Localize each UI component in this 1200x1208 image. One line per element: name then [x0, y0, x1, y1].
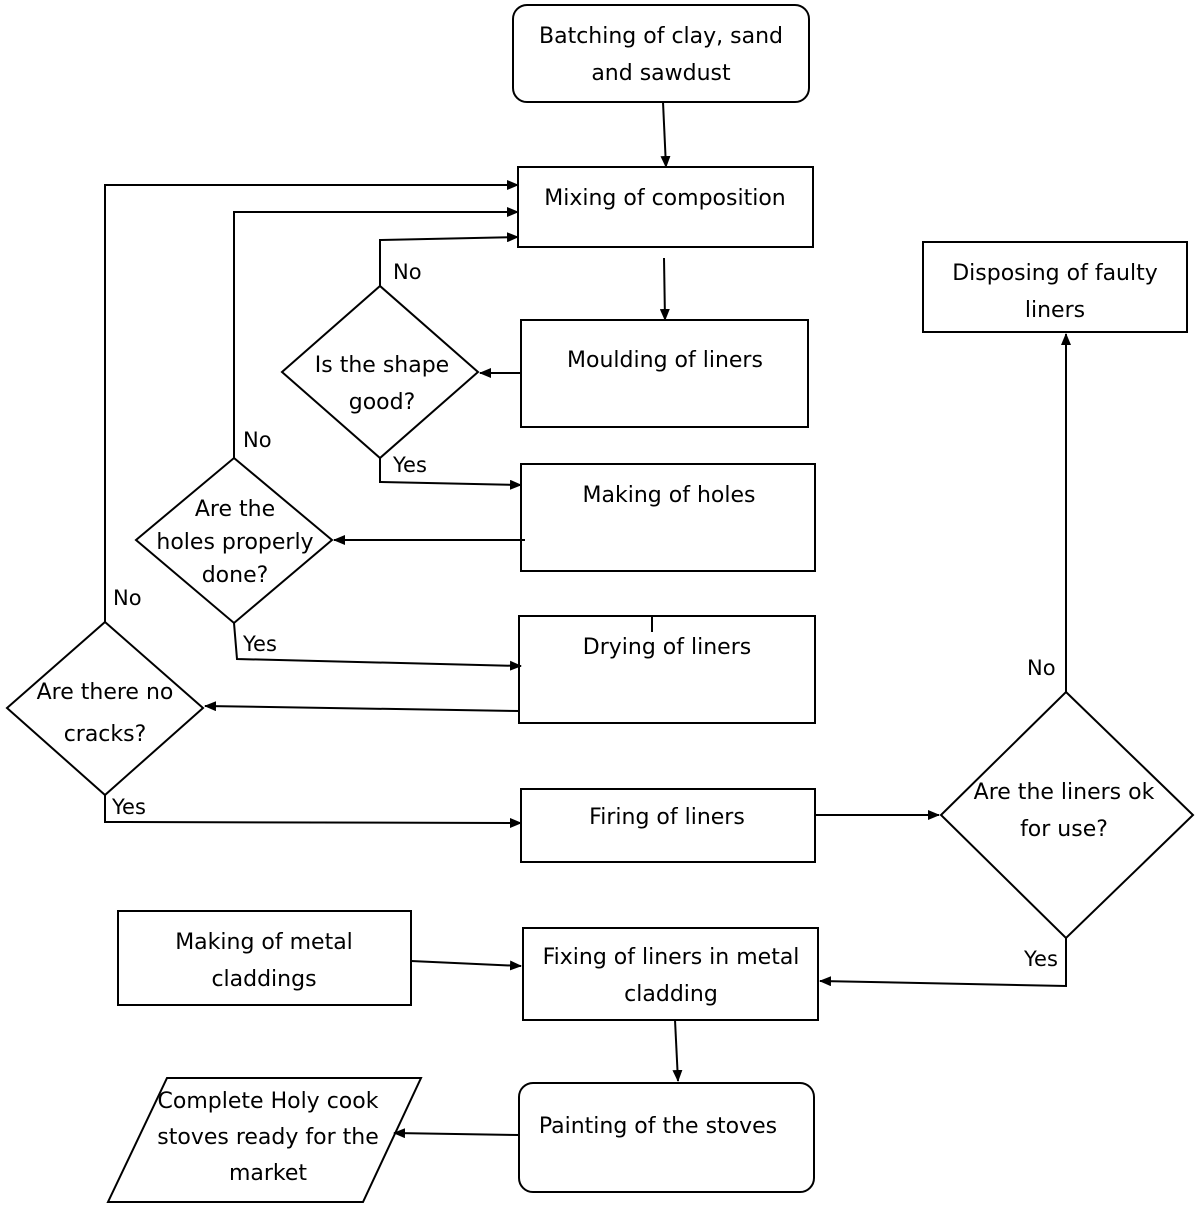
node-firing-label: Firing of liners	[589, 805, 745, 830]
arrow-liners-yes-to-fixing	[819, 938, 1067, 988]
arrow-cracks-no-to-mixing	[104, 180, 519, 622]
decision-holes-done: Are the holes properly done?	[134, 456, 334, 625]
edge-label-shape-yes: Yes	[392, 453, 427, 477]
node-moulding-label: Moulding of liners	[567, 348, 763, 373]
edge-label-cracks-no: No	[113, 586, 142, 610]
arrow-painting-to-complete	[393, 1128, 520, 1139]
decision-cracks-line1: Are there no	[37, 680, 174, 705]
decision-cracks-line2: cracks?	[64, 722, 147, 747]
edge-label-cracks-yes: Yes	[111, 795, 146, 819]
node-fixing-line1: Fixing of liners in metal	[543, 945, 800, 970]
decision-liners-ok-line1: Are the liners ok	[974, 780, 1155, 805]
node-metal-cladding-line2: claddings	[211, 967, 316, 992]
edge-label-holes-yes: Yes	[242, 632, 277, 656]
edge-label-liners-yes: Yes	[1023, 947, 1058, 971]
node-firing: Firing of liners	[520, 788, 816, 863]
node-mixing-label: Mixing of composition	[544, 186, 785, 211]
arrow-drying-to-cracks	[204, 701, 520, 712]
node-complete-line2: stoves ready for the	[157, 1125, 378, 1150]
edge-label-liners-no: No	[1027, 656, 1056, 680]
connectors	[104, 101, 1071, 1139]
arrow-cladding-to-fixing	[410, 960, 522, 971]
decision-holes-done-line1: Are the	[195, 497, 275, 522]
edge-label-shape-no: No	[393, 260, 422, 284]
decision-holes-done-line2: holes properly	[156, 530, 313, 555]
decision-shape-line2: good?	[349, 390, 416, 415]
arrow-shape-yes-to-holes	[379, 458, 522, 490]
node-metal-cladding-line1: Making of metal	[175, 930, 353, 955]
arrow-holes-yes-to-drying	[233, 622, 522, 671]
node-painting-label: Painting of the stoves	[539, 1114, 777, 1139]
node-disposing-line1: Disposing of faulty	[952, 261, 1158, 286]
node-fixing-line2: cladding	[624, 982, 718, 1007]
node-painting: Painting of the stoves	[518, 1082, 815, 1193]
decision-shape-line1: Is the shape	[315, 353, 449, 378]
decision-liners-ok-line2: for use?	[1020, 817, 1108, 842]
decision-liners-ok: Are the liners ok for use?	[939, 690, 1195, 940]
node-batching-line2: and sawdust	[591, 61, 731, 86]
arrow-fixing-to-painting	[672, 1019, 683, 1082]
arrow-batching-to-mixing	[660, 101, 671, 168]
node-batching: Batching of clay, sand and sawdust	[512, 4, 810, 103]
arrow-shape-no-to-mixing	[379, 232, 519, 286]
arrow-cracks-yes-to-firing	[104, 795, 522, 828]
node-drying: Drying of liners	[518, 615, 816, 724]
node-metal-cladding: Making of metal claddings	[117, 910, 412, 1006]
node-batching-line1: Batching of clay, sand	[539, 24, 783, 49]
node-moulding: Moulding of liners	[520, 319, 809, 428]
node-complete: Complete Holy cook stoves ready for the …	[106, 1077, 423, 1203]
node-complete-line1: Complete Holy cook	[158, 1089, 379, 1114]
node-holes-label: Making of holes	[583, 483, 756, 508]
edge-label-holes-no: No	[243, 428, 272, 452]
node-disposing-line2: liners	[1025, 298, 1085, 323]
node-complete-line3: market	[229, 1161, 307, 1186]
node-disposing: Disposing of faulty liners	[922, 241, 1188, 333]
node-fixing: Fixing of liners in metal cladding	[522, 927, 819, 1021]
decision-cracks: Are there no cracks?	[5, 620, 205, 797]
node-drying-label: Drying of liners	[583, 635, 751, 660]
decision-shape: Is the shape good?	[280, 284, 480, 460]
arrow-mixing-to-moulding	[659, 257, 670, 321]
node-holes: Making of holes	[520, 463, 816, 572]
decision-holes-done-line3: done?	[202, 563, 269, 588]
node-mixing: Mixing of composition	[517, 166, 814, 248]
arrow-holes-no-to-mixing	[233, 207, 519, 458]
